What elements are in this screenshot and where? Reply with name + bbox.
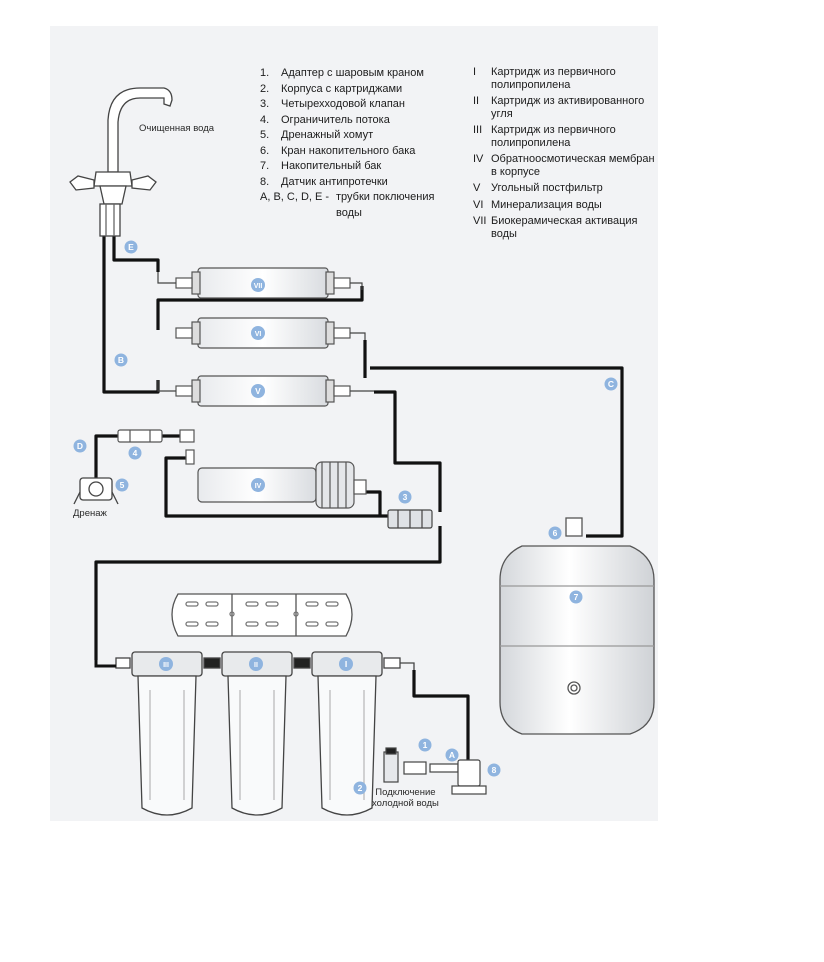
tube-vii-vi <box>156 286 364 330</box>
svg-text:1: 1 <box>423 740 428 750</box>
svg-text:VII: VII <box>254 283 263 290</box>
svg-text:I: I <box>345 659 347 669</box>
svg-text:B: B <box>118 355 124 365</box>
tube-valve-iii <box>94 526 442 660</box>
marker-d: D <box>73 439 87 453</box>
faucet-body <box>93 171 133 187</box>
legend-item: 3.Четырехходовой клапан <box>260 98 405 110</box>
faucet-spout <box>107 87 173 173</box>
flow-limiter <box>117 429 195 443</box>
faucet-handle-right <box>131 175 157 191</box>
marker-8: 8 <box>487 763 501 777</box>
svg-text:5: 5 <box>120 480 125 490</box>
tube-membrane-valve <box>164 456 388 518</box>
tube-membrane-out <box>366 490 382 516</box>
marker-c: C <box>604 377 618 391</box>
marker-iii: III <box>159 657 173 671</box>
markers: E B C D A 1 2 3 4 5 6 7 8 VII VI V IV II… <box>73 240 618 795</box>
tube-v-valve <box>374 390 442 512</box>
drain-clamp <box>73 477 119 505</box>
svg-text:IV: IV <box>255 483 262 490</box>
svg-text:V: V <box>255 386 261 396</box>
legend-item: 8.Датчик антипротечки <box>260 175 388 188</box>
svg-text:II: II <box>254 662 258 669</box>
marker-2: 2 <box>353 781 367 795</box>
tube-a <box>412 670 470 760</box>
tube-c <box>370 366 624 538</box>
svg-text:3: 3 <box>403 492 408 502</box>
marker-vi: VI <box>251 326 265 340</box>
svg-text:2: 2 <box>358 783 363 793</box>
label-purified-water: Очищенная вода <box>139 123 215 134</box>
marker-vii: VII <box>251 278 265 292</box>
cartridge-v <box>157 375 374 407</box>
svg-text:E: E <box>128 242 134 252</box>
faucet-base <box>99 185 127 205</box>
legend-item: 5.Дренажный хомут <box>260 129 374 141</box>
marker-v: V <box>251 384 265 398</box>
legend-item: 4.Ограничитель потока <box>260 113 390 126</box>
svg-text:8: 8 <box>492 765 497 775</box>
mounting-bracket <box>171 593 353 637</box>
legend-numbered: 1.Адаптер с шаровым краном 2.Корпуса с к… <box>260 66 434 221</box>
legend-item: 1.Адаптер с шаровым краном <box>260 67 424 79</box>
marker-e: E <box>124 240 138 254</box>
postfilters <box>157 267 374 407</box>
faucet-handle-left <box>69 175 95 191</box>
marker-i: I <box>339 657 353 671</box>
label-cold-water: Подключение холодной воды <box>372 787 439 809</box>
marker-b: B <box>114 353 128 367</box>
svg-text:6: 6 <box>553 528 558 538</box>
legend-item: 7.Накопительный бак <box>260 160 382 172</box>
cartridge-vi <box>175 317 366 349</box>
membrane-housing <box>185 449 367 509</box>
label-drainage: Дренаж <box>73 508 107 519</box>
svg-text:C: C <box>608 379 614 389</box>
legend-item: 6.Кран накопительного бака <box>260 144 416 157</box>
svg-text:A: A <box>449 750 455 760</box>
svg-text:D: D <box>77 441 83 451</box>
svg-text:4: 4 <box>133 448 138 458</box>
svg-text:III: III <box>163 662 169 669</box>
marker-4: 4 <box>128 446 142 460</box>
marker-5: 5 <box>115 478 129 492</box>
legend-item: 2.Корпуса с картриджами <box>260 82 403 95</box>
marker-3: 3 <box>398 490 412 504</box>
marker-7: 7 <box>569 590 583 604</box>
storage-tank <box>499 517 655 735</box>
faucet-stem <box>99 203 121 237</box>
legend-item: A, B, C, D, E -трубки поключения воды <box>260 191 435 219</box>
tube-e <box>112 236 160 272</box>
cold-water-adapter <box>383 747 459 783</box>
svg-text:VI: VI <box>255 331 262 338</box>
marker-a: A <box>445 748 459 762</box>
marker-1: 1 <box>418 738 432 752</box>
tubes <box>94 236 624 760</box>
prefilter-housings <box>94 651 415 816</box>
leak-sensor <box>451 759 487 795</box>
marker-ii: II <box>249 657 263 671</box>
four-way-valve <box>387 509 433 529</box>
marker-iv: IV <box>251 478 265 492</box>
svg-text:7: 7 <box>574 592 579 602</box>
faucet <box>69 87 173 237</box>
marker-6: 6 <box>548 526 562 540</box>
housing-iii <box>131 651 203 816</box>
housing-ii <box>221 651 293 816</box>
